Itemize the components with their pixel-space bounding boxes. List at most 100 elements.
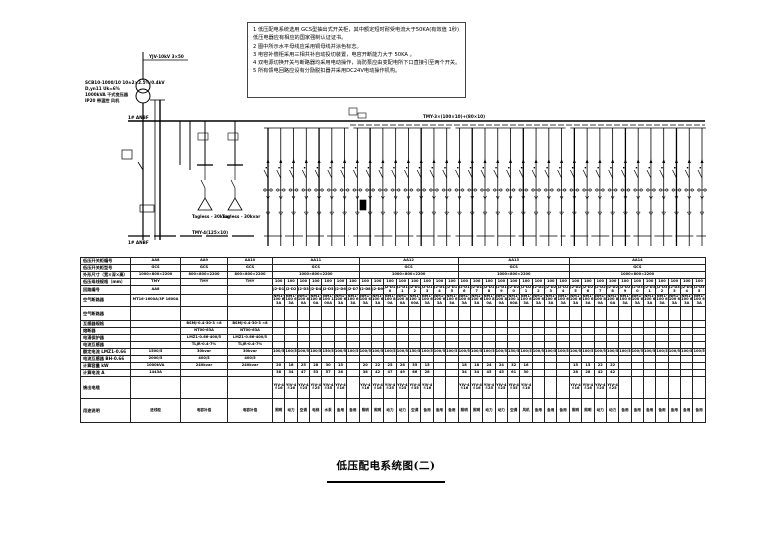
feeder-cell — [420, 354, 434, 363]
feeder-cell — [581, 333, 595, 342]
feeder-cell: YJV-4×16 — [333, 375, 348, 399]
feeder-cell — [556, 368, 570, 377]
feeder-cell — [457, 326, 471, 335]
feeder-cell — [432, 340, 447, 349]
feeder-cell — [531, 319, 546, 328]
breaker-switch-icon — [391, 169, 396, 179]
feeder-cell: 150/5 — [408, 347, 422, 356]
feeder-cell — [618, 375, 632, 399]
feeder-cell: 100 — [445, 278, 459, 286]
feeder-cell: YJV-4×16 — [284, 375, 298, 399]
note-line: 1 低压配电系统选用 GCS型抽出式开关柜，其中额定短时耐受电流大于50KA(有… — [253, 27, 460, 33]
feeder-circuit — [684, 128, 695, 246]
cell-aa10 — [227, 293, 273, 308]
feeder-cell: NM1-100 63A — [358, 293, 372, 308]
feeder-cell: J2-D9 — [370, 285, 385, 295]
feeder-cell — [593, 326, 607, 335]
breaker-switch-icon — [646, 169, 652, 179]
group-id-aa14: AA14 — [568, 257, 706, 265]
breaker-switch-icon — [684, 169, 690, 179]
feeder-cell: 备用 — [333, 397, 348, 423]
feeder-cell: 28 — [420, 368, 434, 377]
feeder-cell — [593, 319, 607, 328]
feeder-cell: 100 — [618, 278, 632, 286]
feeder-cell: J2-D22 — [531, 285, 546, 295]
feeder-cell: NM1-100 63A — [519, 293, 533, 308]
feeder-cell: J2-D13 — [420, 285, 434, 295]
feeder-cell — [680, 361, 694, 370]
feeder-cell — [655, 319, 669, 328]
cell-aa9: GCS — [180, 264, 228, 272]
feeder-cell: 电梯 — [309, 397, 323, 423]
breaker-box-icon — [121, 149, 133, 160]
feeder-cell: 备用 — [618, 397, 632, 423]
feeder-cell — [506, 305, 521, 321]
cell-aa8: 进线柜 — [130, 397, 181, 423]
feeder-circuit — [518, 128, 529, 246]
feeder-cell: 100/5 — [309, 347, 323, 356]
cell-aa8 — [130, 333, 181, 342]
current-transformer-icon — [518, 188, 529, 192]
feeder-cell: NM1-100 63A — [284, 293, 298, 308]
feeder-cell: 66 — [408, 368, 422, 377]
plug-in-contact-icon — [636, 159, 640, 163]
feeder-cell — [506, 326, 521, 335]
feeder-cell: YJV-4×16 — [519, 375, 533, 399]
cable-end-icon — [648, 211, 654, 216]
feeder-cell: 100 — [680, 278, 694, 286]
feeder-circuit — [480, 128, 490, 246]
group-model-aa12: GCS — [358, 264, 459, 272]
current-transformer-icon — [556, 188, 567, 192]
feeder-cell: 15 — [581, 361, 595, 370]
feeder-cell — [494, 333, 509, 342]
feeder-cell — [432, 319, 447, 328]
feeder-cell — [395, 340, 410, 349]
note-line: 4 双电源切换开关与断路器均采用电动操作，消防泵应由变配电所下口直接引至两个开关… — [253, 60, 460, 67]
feeder-cell: 61 — [506, 368, 521, 377]
feeder-cell: 100 — [395, 278, 410, 286]
feeder-cell — [556, 340, 570, 349]
feeder-cell — [383, 305, 397, 321]
feeder-cell: 备用 — [432, 397, 447, 423]
feeder-cell: NM1-100 63A — [680, 293, 694, 308]
plug-in-contact-icon — [266, 159, 270, 163]
note-line: 3 电容补偿柜采用三相共补自动投切装置，电容开断能力大于 50KA 。 — [253, 51, 415, 58]
feeder-cell — [296, 319, 311, 328]
feeder-cell: 100 — [630, 278, 645, 286]
breaker-switch-icon — [467, 169, 473, 179]
feeder-cell: 53 — [309, 368, 323, 377]
feeder-cell — [494, 340, 509, 349]
feeder-circuit — [390, 128, 401, 246]
feeder-cell: J2-D33 — [667, 285, 682, 295]
feeder-cell — [309, 333, 323, 342]
feeder-cell: J2-D29 — [618, 285, 632, 295]
feeder-cell — [655, 333, 669, 342]
feeder-cell: 45 — [494, 368, 509, 377]
feeder-cell: 22 — [370, 361, 385, 370]
feeder-cell: NM1-100 63A — [432, 293, 447, 308]
cable-end-icon — [597, 211, 603, 216]
current-transformer-icon — [594, 188, 605, 192]
feeder-cell: J2-D23 — [544, 285, 558, 295]
feeder-cell: 26 — [395, 361, 410, 370]
feeder-cell — [408, 354, 422, 363]
feeder-cell: YJV-4×16 — [420, 375, 434, 399]
feeder-cell: 动力 — [593, 397, 607, 423]
feeder-cell — [544, 368, 558, 377]
feeder-cell: 24 — [482, 361, 496, 370]
current-transformer-icon — [416, 188, 427, 192]
cell-aa8: GCS — [130, 264, 181, 272]
feeder-cell — [556, 361, 570, 370]
feeder-cell: 100 — [358, 278, 372, 286]
feeder-cell: 备用 — [420, 397, 434, 423]
feeder-cell: J2-D4 — [309, 285, 323, 295]
design-notes: 1 低压配电系统选用 GCS型抽出式开关柜，其中额定短时耐受电流大于50KA(有… — [247, 22, 466, 98]
cable-end-icon — [291, 211, 296, 216]
cell-aa10 — [227, 375, 273, 399]
feeder-cell — [469, 305, 484, 321]
feeder-cell — [383, 333, 397, 342]
cable-end-icon — [508, 211, 513, 216]
feeder-cell — [642, 375, 657, 399]
